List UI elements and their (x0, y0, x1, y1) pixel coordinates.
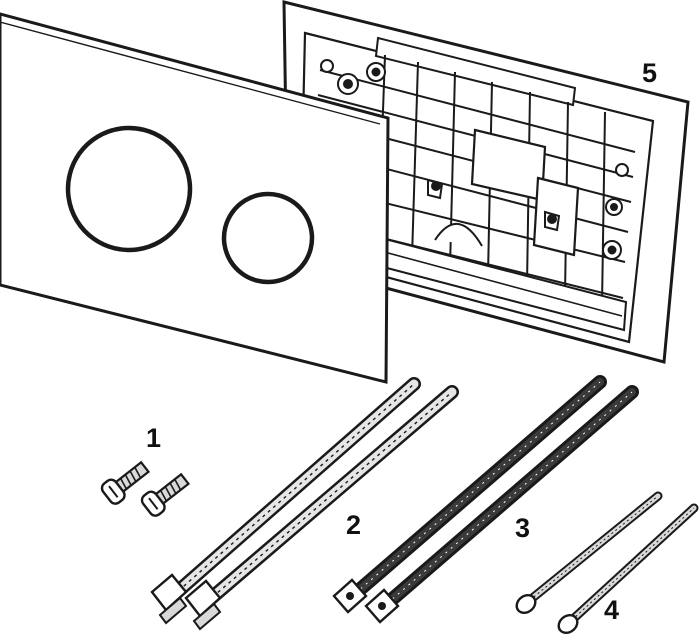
screw (140, 472, 191, 517)
black-threaded-rod (332, 375, 607, 614)
threaded-rods-black (332, 375, 639, 624)
screws (100, 460, 191, 517)
callout-5: 5 (642, 58, 657, 88)
black-threaded-rod (364, 385, 639, 624)
callout-3: 3 (515, 513, 530, 543)
large-flush-button (65, 125, 193, 253)
threaded-rod (184, 385, 459, 631)
thin-bolts (515, 491, 699, 635)
thin-bolt (515, 491, 663, 615)
screw (100, 460, 151, 505)
callout-1: 1 (146, 423, 161, 453)
callout-4: 4 (604, 595, 619, 625)
cover-plate (0, 12, 390, 384)
thin-bolt (557, 503, 699, 635)
threaded-rod (150, 377, 421, 625)
small-flush-button (221, 191, 315, 285)
threaded-rods-long (150, 377, 459, 631)
callout-2: 2 (346, 510, 361, 540)
